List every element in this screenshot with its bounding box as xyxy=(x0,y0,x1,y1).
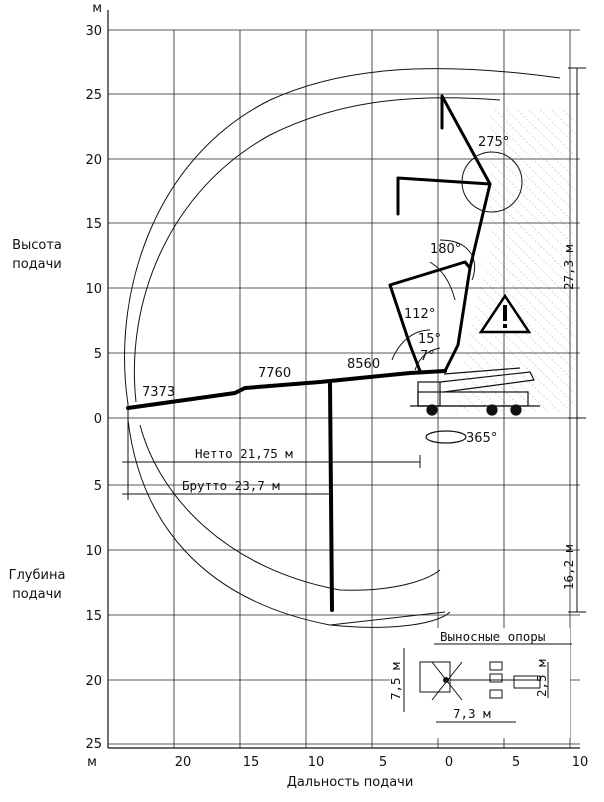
angle-arc-7 xyxy=(414,347,441,371)
tick-label: 10 xyxy=(308,755,325,770)
gross-reach-label: Брутто 23,7 м xyxy=(182,478,280,493)
section-weight-label: 8560 xyxy=(347,357,380,372)
net-reach-label: Нетто 21,75 м xyxy=(195,446,293,461)
section-weight-label: 7373 xyxy=(142,385,175,400)
tick-label: 5 xyxy=(379,755,387,770)
angle-label: 180° xyxy=(430,242,461,257)
tick-label: 10 xyxy=(85,544,102,559)
truck-icon xyxy=(410,367,540,416)
tick-label: 20 xyxy=(85,674,102,689)
boom-raised xyxy=(388,260,472,373)
tick-label: 10 xyxy=(85,282,102,297)
slew-ellipse xyxy=(425,430,467,444)
max-depth-label: 16,2 м xyxy=(561,544,576,590)
reach-axis-title: Дальность подачи xyxy=(286,775,414,790)
tick-label: 25 xyxy=(85,737,102,752)
tick-label: 0 xyxy=(445,755,453,770)
angle-arc-275 xyxy=(461,151,523,213)
grid xyxy=(107,29,580,748)
angle-arcs xyxy=(391,151,523,371)
vertical-dimensions xyxy=(568,67,586,613)
tick-label: 5 xyxy=(94,479,102,494)
outrigger-box: Выносные опоры 7,5 м 7,3 м 2,5 м xyxy=(388,628,572,738)
warning-triangle-icon xyxy=(478,293,532,334)
tick-label: 20 xyxy=(175,755,192,770)
reach-tick-labels: м 20 15 10 5 0 5 10 xyxy=(87,755,588,770)
front-span-label: 7,5 м xyxy=(388,662,403,700)
tick-label: 15 xyxy=(85,217,102,232)
angle-label: 15° xyxy=(418,332,441,347)
reach-dimensions xyxy=(122,404,421,500)
boom-horizontal xyxy=(126,369,447,410)
length-label: 7,3 м xyxy=(453,706,491,721)
tick-label: м xyxy=(87,755,97,770)
angle-label: 7° xyxy=(420,349,435,364)
tick-label: 25 xyxy=(85,88,102,103)
tick-label: м xyxy=(92,1,102,16)
depth-axis-title: Глубина подачи xyxy=(8,568,66,602)
tick-label: 10 xyxy=(572,755,589,770)
tick-label: 5 xyxy=(94,347,102,362)
section-weight-label: 7760 xyxy=(258,366,291,381)
danger-zone-hatch xyxy=(455,110,575,412)
boom-top xyxy=(440,94,492,186)
angle-arc-180 xyxy=(439,239,476,281)
tick-label: 20 xyxy=(85,153,102,168)
reach-envelope xyxy=(124,68,561,628)
boom-drop xyxy=(328,381,334,612)
boom-labels: 7373 7760 8560 275° 180° 112° 15° 7° 365… xyxy=(142,135,509,446)
boom-upper xyxy=(396,176,492,270)
tick-label: 5 xyxy=(512,755,520,770)
outrigger-title: Выносные опоры xyxy=(440,629,545,644)
tick-label: 30 xyxy=(85,24,102,39)
boom xyxy=(126,94,492,612)
tick-label: 15 xyxy=(85,609,102,624)
angle-arc-15 xyxy=(391,329,431,361)
angle-label: 275° xyxy=(478,135,509,150)
tick-label: 15 xyxy=(243,755,260,770)
slew-angle-label: 365° xyxy=(466,431,497,446)
angle-arc-112 xyxy=(429,261,456,301)
height-axis-title: Высота подачи xyxy=(12,238,62,272)
angle-label: 112° xyxy=(404,307,435,322)
rear-span-label: 2,5 м xyxy=(534,659,549,697)
height-tick-labels: м 30 25 20 15 10 5 0 5 10 15 20 25 xyxy=(85,1,102,752)
tick-label: 0 xyxy=(94,412,102,427)
max-height-label: 27,3 м xyxy=(561,244,576,290)
